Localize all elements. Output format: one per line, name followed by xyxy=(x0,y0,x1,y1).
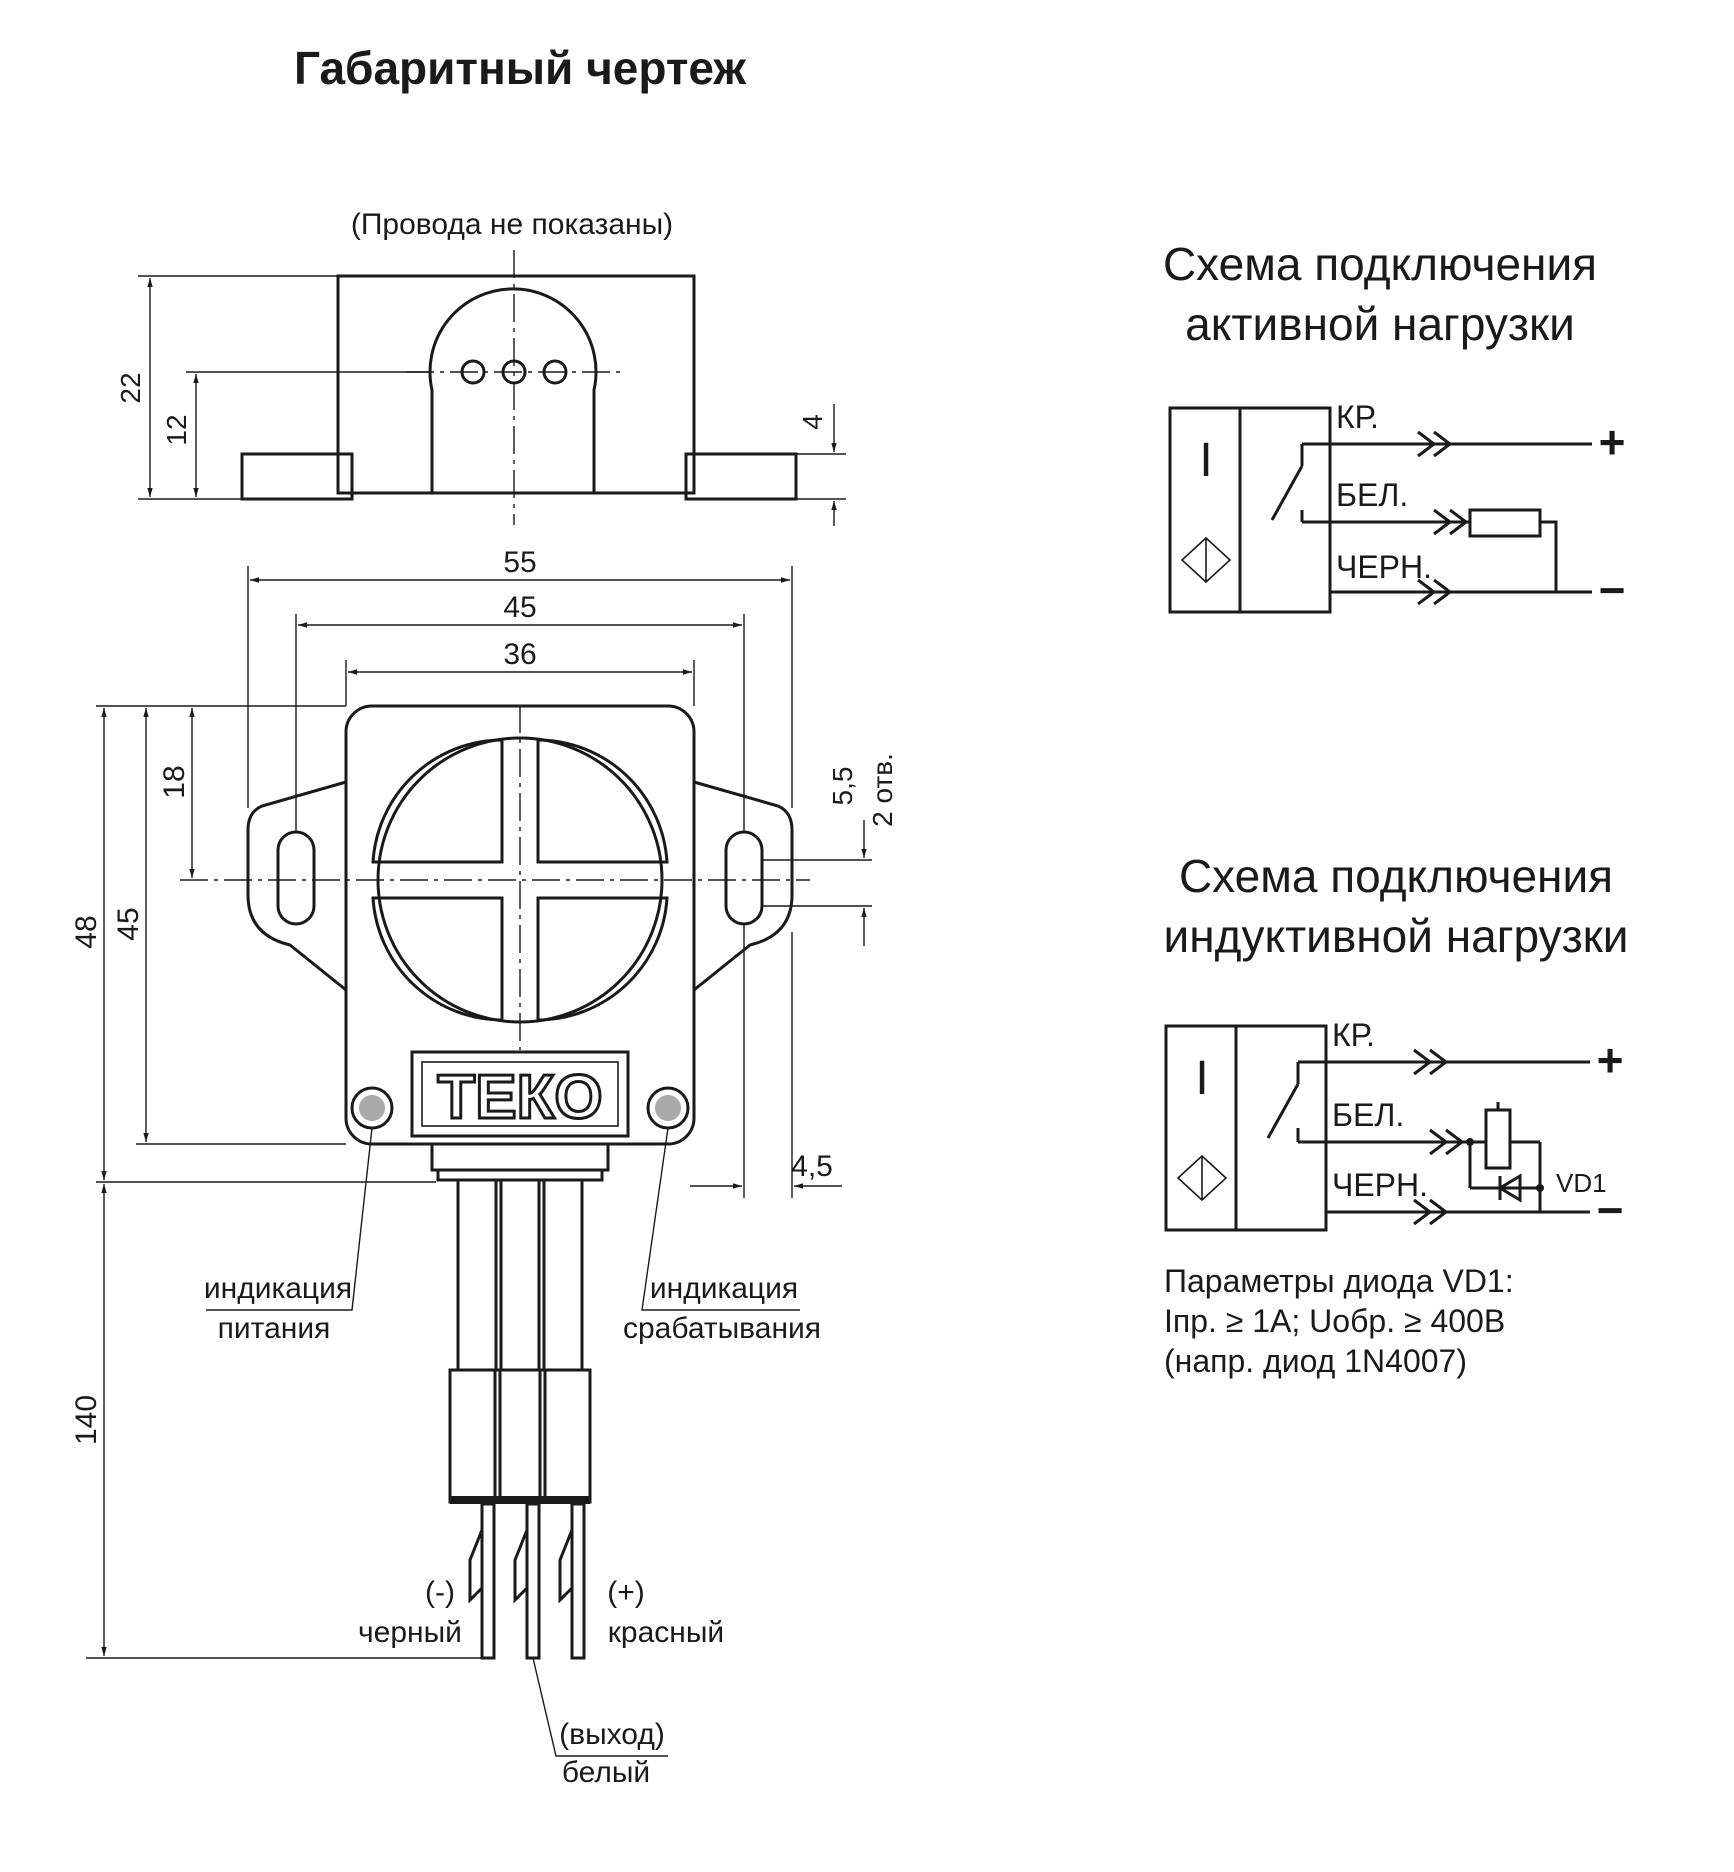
wire-red xyxy=(542,1178,584,1372)
diode-vd1-icon xyxy=(1497,1173,1522,1203)
mount-hole-left xyxy=(276,830,316,926)
terminal-black xyxy=(480,1502,496,1660)
diode-params-line-3: (напр. диод 1N4007) xyxy=(1164,1343,1467,1379)
leader-trigger xyxy=(641,1127,800,1311)
logo-frame xyxy=(410,1050,630,1138)
terminal-white xyxy=(525,1502,541,1660)
wires-not-shown-note: (Провода не показаны) xyxy=(351,208,673,241)
label-trigger-ind-1: индикация xyxy=(650,1272,798,1305)
face-quadrant-bl xyxy=(371,896,504,1022)
dim-55: 55 xyxy=(503,546,536,579)
sensor-box xyxy=(1168,406,1332,614)
leader-white xyxy=(532,1657,668,1757)
dim-140: 140 xyxy=(70,1395,103,1445)
plus-sign-2: + xyxy=(1597,1034,1624,1086)
trigger-led xyxy=(655,1095,681,1121)
front-view: ТЕКО 55 xyxy=(70,546,898,1789)
teko-logo: ТЕКО xyxy=(437,1063,602,1132)
label-wire-black: черный xyxy=(358,1616,462,1649)
inductive-load xyxy=(1484,1108,1512,1170)
scheme-active-title-2: активной нагрузки xyxy=(1185,298,1575,350)
side-body xyxy=(336,274,696,495)
side-flange-left xyxy=(240,452,354,501)
switch-contact xyxy=(1270,465,1304,521)
sleeve-red xyxy=(538,1368,592,1504)
dim-18: 18 xyxy=(158,765,191,798)
diode-params-line-1: Параметры диода VD1: xyxy=(1164,1263,1514,1299)
scheme-active: Схема подключения активной нагрузки I КР… xyxy=(1163,238,1626,616)
label-trigger-ind-2: срабатывания xyxy=(623,1312,821,1345)
leader-power xyxy=(206,1127,373,1311)
scheme-inductive: Схема подключения индуктивной нагрузки I… xyxy=(1164,850,1629,1236)
label-power-ind-1: индикация xyxy=(204,1272,352,1305)
sensor-coil-icon-2 xyxy=(1176,1154,1228,1202)
label-white-2: БЕЛ. xyxy=(1332,1097,1404,1133)
face-quadrant-tl xyxy=(371,738,504,864)
label-wire-white: белый xyxy=(562,1756,650,1789)
label-wire-out: (выход) xyxy=(559,1718,665,1751)
dim-4: 4 xyxy=(797,414,828,430)
side-view: (Провода не показаны) 22 12 4 xyxy=(115,208,846,526)
tab-red xyxy=(558,1529,574,1604)
sleeve-white xyxy=(493,1368,547,1504)
load-resistor xyxy=(1468,508,1542,538)
label-wire-red: красный xyxy=(608,1616,724,1649)
label-black-2: ЧЕРН. xyxy=(1332,1167,1428,1203)
face-quadrant-br xyxy=(536,896,669,1022)
gland-top xyxy=(430,1144,610,1172)
diode-params: Параметры диода VD1: Iпр. ≥ 1А; Uобр. ≥ … xyxy=(1164,1263,1514,1379)
dim-45w: 45 xyxy=(503,591,536,624)
page-title: Габаритный чертеж xyxy=(294,42,746,94)
minus-sign: − xyxy=(1599,564,1626,616)
label-black: ЧЕРН. xyxy=(1336,549,1432,585)
scheme-inductive-title-2: индуктивной нагрузки xyxy=(1164,910,1629,962)
tab-black xyxy=(468,1529,484,1604)
dim-22: 22 xyxy=(115,372,146,403)
sensor-symbol: I xyxy=(1199,434,1212,487)
wires xyxy=(448,1178,592,1660)
ear-right xyxy=(693,780,794,992)
minus-sign-2: − xyxy=(1597,1184,1624,1236)
power-led xyxy=(359,1095,385,1121)
dim-45h: 45 xyxy=(112,907,145,940)
dim-4-5: 4,5 xyxy=(791,1150,833,1183)
label-red: КР. xyxy=(1336,399,1379,435)
mount-hole-right xyxy=(724,830,764,926)
scheme-inductive-title-1: Схема подключения xyxy=(1179,850,1613,902)
side-flange-right xyxy=(684,452,798,501)
sleeve-black xyxy=(448,1368,502,1504)
dim-5-5: 5,5 xyxy=(827,767,858,806)
label-vd1: VD1 xyxy=(1556,1168,1607,1198)
dim-12: 12 xyxy=(161,414,192,445)
plus-sign: + xyxy=(1599,416,1626,468)
diode-params-line-2: Iпр. ≥ 1А; Uобр. ≥ 400В xyxy=(1164,1303,1505,1339)
label-wire-plus: (+) xyxy=(607,1576,645,1609)
dim-36: 36 xyxy=(503,638,536,671)
dim-hole-count: 2 отв. xyxy=(867,753,898,827)
label-red-2: КР. xyxy=(1332,1017,1375,1053)
label-white: БЕЛ. xyxy=(1336,477,1408,513)
wire-black xyxy=(456,1178,498,1372)
label-power-ind-2: питания xyxy=(218,1312,331,1345)
wire-white xyxy=(499,1178,541,1372)
label-wire-minus: (-) xyxy=(425,1576,455,1609)
scheme-active-title-1: Схема подключения xyxy=(1163,238,1597,290)
sensor-coil-icon xyxy=(1180,536,1232,584)
ear-left xyxy=(246,780,347,992)
logo-inner xyxy=(421,1061,619,1127)
sensor-symbol-2: I xyxy=(1195,1052,1208,1105)
terminal-red xyxy=(570,1502,586,1660)
switch-contact-2 xyxy=(1266,1083,1300,1139)
connector-boss xyxy=(428,287,598,493)
sensor-box-2 xyxy=(1164,1024,1328,1232)
dim-48: 48 xyxy=(70,915,103,948)
tab-white xyxy=(513,1529,529,1604)
face-quadrant-tr xyxy=(536,738,669,864)
